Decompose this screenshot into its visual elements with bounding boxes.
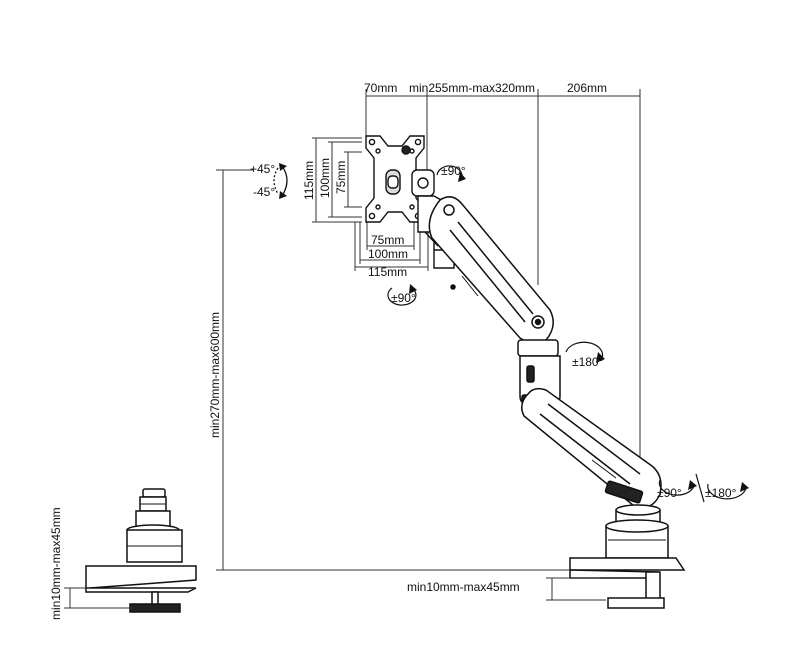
- base-rotate-label: ±180°: [705, 486, 737, 500]
- vesa-100-horizontal-label: 100mm: [368, 247, 408, 261]
- elbow-rotate-label: ±180°: [572, 355, 604, 369]
- desk-thickness-left-label: min10mm-max45mm: [49, 507, 63, 620]
- tilt-up-label: +45°: [250, 162, 275, 176]
- top-dim-70-label: 70mm: [364, 81, 397, 95]
- side-view-base: [85, 488, 197, 613]
- head-swivel-label: ±90°: [441, 164, 466, 178]
- lower-arm: [521, 387, 662, 509]
- top-dimension: [365, 89, 641, 458]
- vesa-75-vertical-label: 75mm: [334, 161, 348, 194]
- base-swivel-label: ±90°: [657, 486, 682, 500]
- tilt-icon: [273, 163, 288, 199]
- vesa-plate: [365, 135, 425, 223]
- vesa-115-horizontal-label: 115mm: [368, 265, 407, 279]
- top-dim-206-label: 206mm: [567, 81, 607, 95]
- head-rotate-label: ±90°: [391, 291, 416, 305]
- elbow-rotate-icon: [565, 341, 605, 363]
- vesa-100-vertical-label: 100mm: [318, 158, 332, 198]
- upper-arm: [428, 196, 554, 345]
- base-swivel-icon: [658, 473, 705, 503]
- tilt-down-label: -45°: [253, 185, 275, 199]
- vesa-115-vertical-label: 115mm: [302, 161, 316, 200]
- top-dim-extend-label: min255mm-max320mm: [409, 81, 535, 95]
- base-rotate-icon: [707, 482, 749, 500]
- head-swivel-rotate-icon: [436, 165, 466, 182]
- desk-thickness-left-dim: [64, 587, 134, 609]
- head-rotate-icon: [387, 284, 417, 306]
- height-dimension: [216, 169, 570, 571]
- desk-thickness-right-label: min10mm-max45mm: [407, 580, 520, 594]
- height-range-label: min270mm-max600mm: [208, 312, 222, 438]
- vesa-75-horizontal-label: 75mm: [371, 233, 404, 247]
- base-column: [605, 504, 669, 559]
- vesa-vertical-dims: [312, 137, 362, 223]
- vesa-horizontal-dims: [354, 222, 429, 271]
- desk-clamp-right: [569, 557, 686, 609]
- desk-thickness-right-dim: [546, 577, 606, 601]
